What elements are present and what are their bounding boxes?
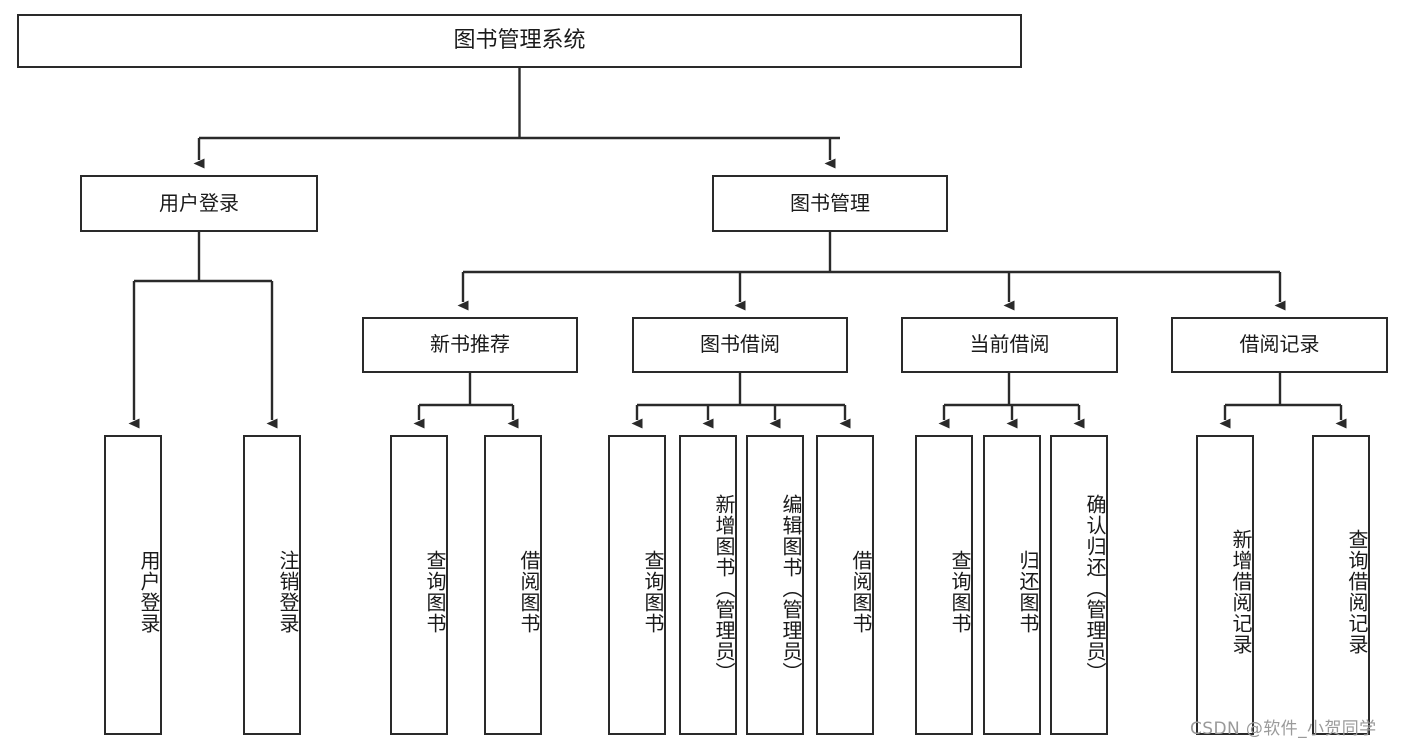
node-book-borrow[interactable]: 图书借阅 (632, 317, 848, 373)
node-leaf-cur-return[interactable]: 归还图书 (983, 435, 1041, 735)
node-leaf-record-query[interactable]: 查询借阅记录 (1312, 435, 1370, 735)
node-root[interactable]: 图书管理系统 (17, 14, 1022, 68)
node-leaf-rec-borrow[interactable]: 借阅图书 (484, 435, 542, 735)
node-leaf-cur-confirm[interactable]: 确认归还（管理员） (1050, 435, 1108, 735)
node-book-manage[interactable]: 图书管理 (712, 175, 948, 232)
node-leaf-record-add[interactable]: 新增借阅记录 (1196, 435, 1254, 735)
node-new-book-rec[interactable]: 新书推荐 (362, 317, 578, 373)
node-leaf-cur-query[interactable]: 查询图书 (915, 435, 973, 735)
node-leaf-rec-query[interactable]: 查询图书 (390, 435, 448, 735)
node-leaf-borrow-lend[interactable]: 借阅图书 (816, 435, 874, 735)
node-current-borrow[interactable]: 当前借阅 (901, 317, 1118, 373)
node-user-login[interactable]: 用户登录 (80, 175, 318, 232)
node-leaf-borrow-query[interactable]: 查询图书 (608, 435, 666, 735)
node-leaf-borrow-edit[interactable]: 编辑图书（管理员） (746, 435, 804, 735)
node-leaf-user-logout[interactable]: 注销登录 (243, 435, 301, 735)
node-borrow-record[interactable]: 借阅记录 (1171, 317, 1388, 373)
watermark-text: CSDN @软件_小贺同学 (1190, 719, 1377, 739)
node-leaf-user-login[interactable]: 用户登录 (104, 435, 162, 735)
node-leaf-borrow-add[interactable]: 新增图书（管理员） (679, 435, 737, 735)
